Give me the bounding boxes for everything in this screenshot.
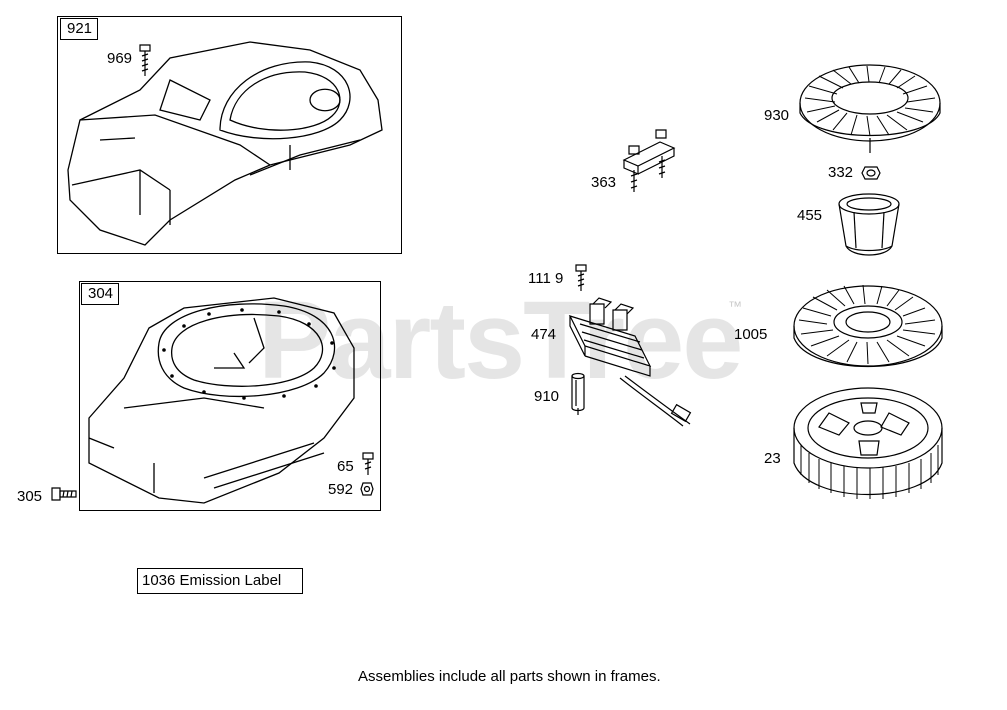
fan-1005-drawing[interactable] [789,276,947,386]
bracket-363-drawing[interactable] [618,120,680,196]
callout-332[interactable]: 332 [828,164,854,181]
callout-969[interactable]: 969 [107,50,133,67]
callout-455[interactable]: 455 [797,207,823,224]
callout-474[interactable]: 474 [531,326,557,343]
ignition-armature-474-drawing[interactable] [565,296,705,426]
callout-305[interactable]: 305 [17,488,43,505]
nut-592-icon[interactable] [360,482,374,496]
starter-cup-455-drawing[interactable] [836,190,902,260]
callout-1119[interactable]: 111 9 [528,270,564,287]
partstree-watermark: PartsTree [258,279,743,402]
callout-65[interactable]: 65 [337,458,354,475]
callout-363[interactable]: 363 [591,174,617,191]
bolt-305-icon[interactable] [50,484,78,504]
blower-cover-drawing[interactable] [60,20,400,250]
assemblies-footnote: Assemblies include all parts shown in fr… [358,668,661,685]
screw-969-icon[interactable] [138,44,152,78]
watermark-trademark: ™ [728,298,742,314]
emission-label-1036[interactable]: 1036 Emission Label [137,568,303,594]
callout-23[interactable]: 23 [764,450,781,467]
flywheel-23-drawing[interactable] [789,383,947,513]
callout-592[interactable]: 592 [328,481,354,498]
nut-332-icon[interactable] [861,165,881,181]
blower-housing-drawing[interactable] [84,288,379,508]
callout-1005[interactable]: 1005 [734,326,768,343]
frame-tag-304[interactable]: 304 [81,283,119,305]
frame-304-blower-housing [79,281,381,511]
callout-930[interactable]: 930 [764,107,790,124]
screw-1119-icon[interactable] [574,264,588,292]
frame-tag-921[interactable]: 921 [60,18,98,40]
screw-65-icon[interactable] [360,452,376,476]
frame-921-blower-housing-cover [57,16,402,254]
spacer-910-icon[interactable] [570,372,586,416]
rotating-screen-930-drawing[interactable] [795,58,945,158]
callout-910[interactable]: 910 [534,388,560,405]
